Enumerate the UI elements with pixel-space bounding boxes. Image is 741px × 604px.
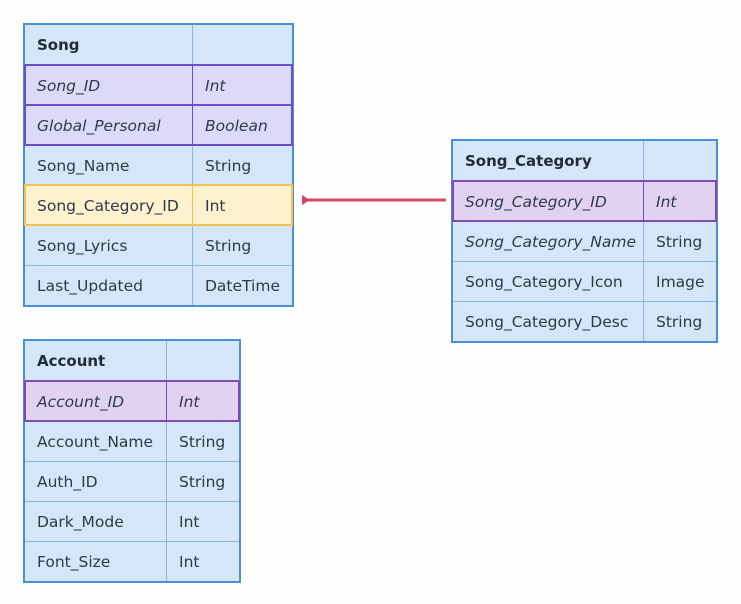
column-type: Int — [656, 192, 677, 211]
column-type: Int — [205, 76, 226, 95]
table-row-global-personal[interactable]: Global_Personal Boolean — [24, 104, 293, 146]
column-type: Int — [179, 392, 200, 411]
column-name: Account_ID — [25, 382, 167, 421]
column-name: Global_Personal — [25, 106, 193, 145]
table-header: Song — [25, 25, 292, 65]
table-header: Song_Category — [453, 141, 716, 181]
table-row-account-id[interactable]: Account_ID Int — [24, 380, 240, 422]
table-title: Song — [25, 25, 193, 65]
song-table[interactable]: Song Song_ID Int Global_Personal Boolean… — [23, 23, 294, 307]
table-row-song-id[interactable]: Song_ID Int — [24, 64, 293, 106]
column-name: Song_Category_Desc — [453, 302, 644, 341]
table-row-dark-mode[interactable]: Dark_Mode Int — [25, 501, 239, 541]
column-name: Last_Updated — [25, 266, 193, 305]
column-type: Int — [179, 512, 200, 531]
table-header: Account — [25, 341, 239, 381]
column-type: Int — [205, 196, 226, 215]
table-title: Account — [25, 341, 167, 381]
table-title: Song_Category — [453, 141, 644, 181]
table-row-song-category-id[interactable]: Song_Category_ID Int — [24, 184, 293, 226]
column-type: String — [205, 156, 252, 175]
column-name: Auth_ID — [25, 462, 167, 501]
relation-arrowhead-icon — [302, 195, 310, 205]
table-row-last-updated[interactable]: Last_Updated DateTime — [25, 265, 292, 305]
column-name: Song_Category_ID — [25, 186, 193, 225]
table-row-font-size[interactable]: Font_Size Int — [25, 541, 239, 581]
table-row-song-name[interactable]: Song_Name String — [25, 145, 292, 185]
column-name: Song_Lyrics — [25, 226, 193, 265]
column-name: Song_ID — [25, 66, 193, 105]
column-name: Song_Name — [25, 146, 193, 185]
column-name: Song_Category_Icon — [453, 262, 644, 301]
table-row-account-name[interactable]: Account_Name String — [25, 421, 239, 461]
table-row-song-category-name[interactable]: Song_Category_Name String — [453, 221, 716, 261]
column-type: Image — [656, 272, 705, 291]
account-table[interactable]: Account Account_ID Int Account_Name Stri… — [23, 339, 241, 583]
column-name: Dark_Mode — [25, 502, 167, 541]
column-type: DateTime — [205, 276, 280, 295]
table-row-song-category-icon[interactable]: Song_Category_Icon Image — [453, 261, 716, 301]
column-type: Int — [179, 552, 200, 571]
column-type: String — [656, 312, 703, 331]
column-type: String — [179, 472, 226, 491]
column-type: Boolean — [205, 116, 268, 135]
column-name: Song_Category_Name — [453, 222, 644, 261]
column-type: String — [656, 232, 703, 251]
table-row-song-category-desc[interactable]: Song_Category_Desc String — [453, 301, 716, 341]
song-category-table[interactable]: Song_Category Song_Category_ID Int Song_… — [451, 139, 718, 343]
column-type: String — [205, 236, 252, 255]
column-name: Font_Size — [25, 542, 167, 581]
column-type: String — [179, 432, 226, 451]
table-row-song-category-id[interactable]: Song_Category_ID Int — [452, 180, 717, 222]
column-name: Song_Category_ID — [453, 182, 644, 221]
table-row-song-lyrics[interactable]: Song_Lyrics String — [25, 225, 292, 265]
column-name: Account_Name — [25, 422, 167, 461]
table-row-auth-id[interactable]: Auth_ID String — [25, 461, 239, 501]
